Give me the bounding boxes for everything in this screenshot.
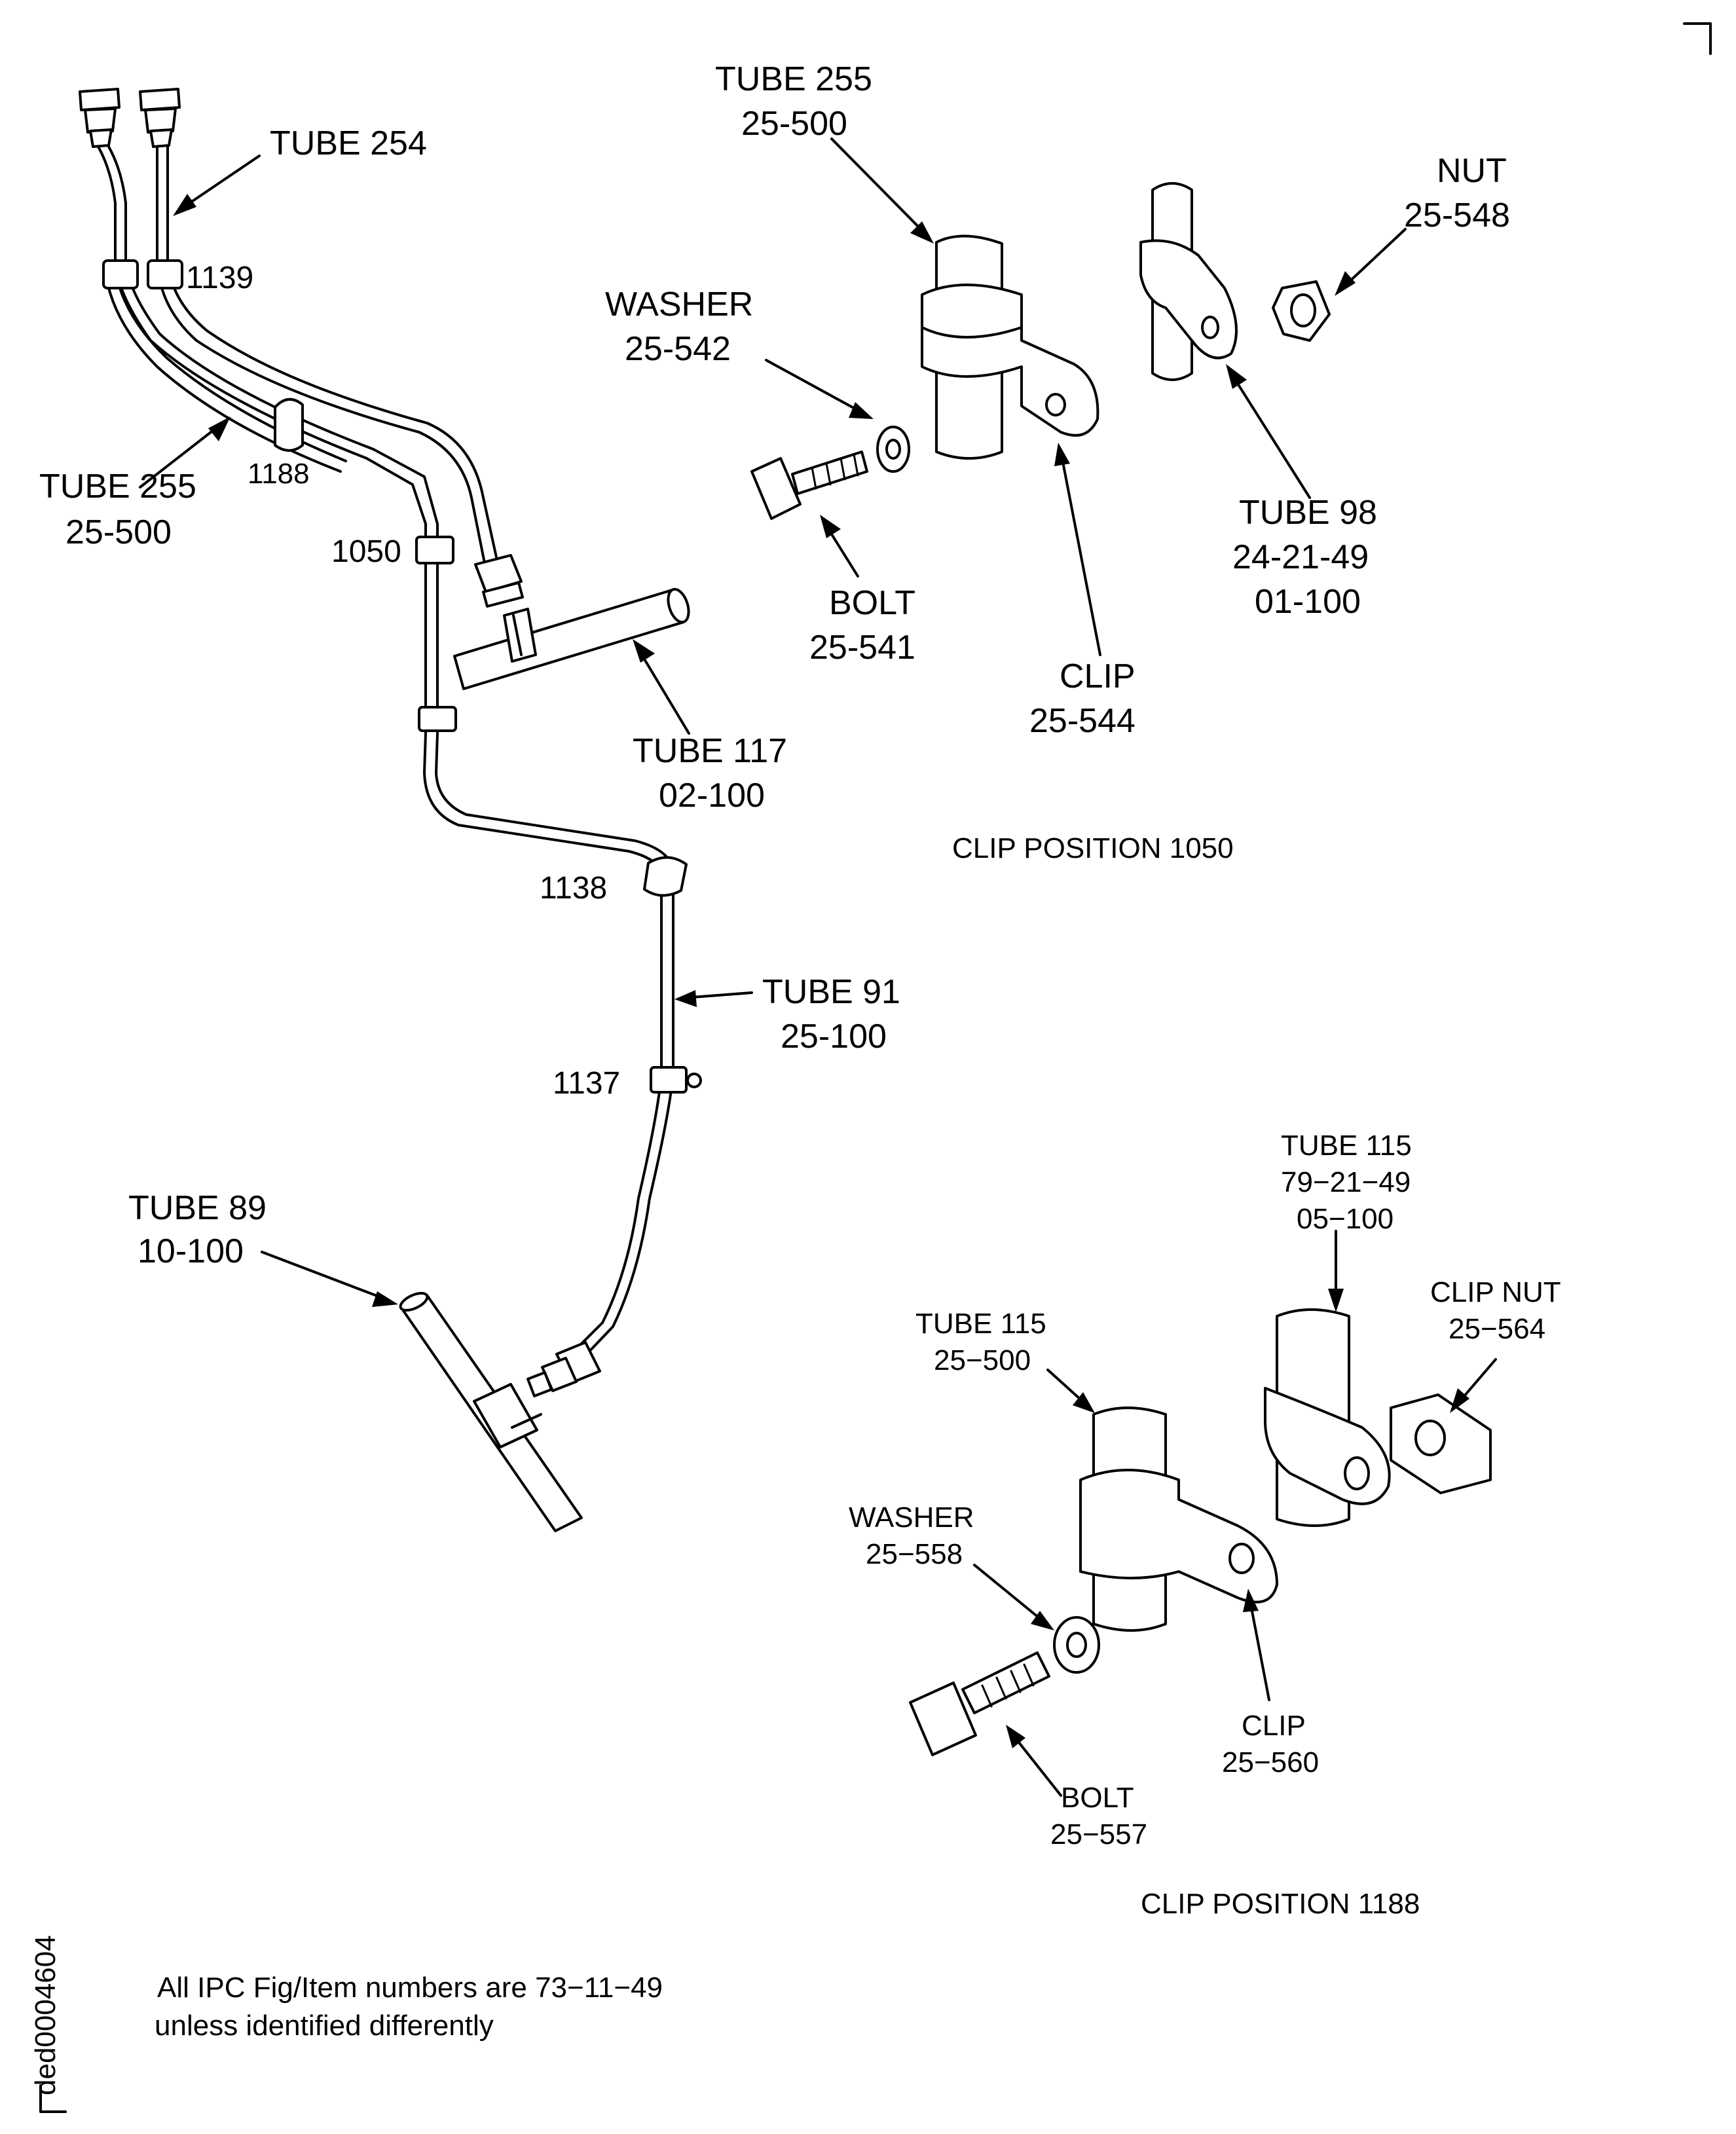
clip-1188: [274, 398, 304, 452]
tube89-tee: [399, 1292, 583, 1532]
label-clip-bot: CLIP: [1242, 1710, 1306, 1742]
label-clipnut: CLIP NUT: [1430, 1276, 1561, 1308]
detail-nut-25-548: [1272, 280, 1331, 342]
fitting-tube89: [526, 1341, 601, 1397]
label-washer-bot-num: 25−558: [866, 1538, 963, 1570]
detail-bolt-25-541: [750, 451, 868, 520]
fitting-right-top: [139, 88, 181, 148]
label-tube117: TUBE 117: [633, 732, 787, 770]
label-nut: NUT: [1437, 152, 1507, 190]
label-bolt-top: BOLT: [829, 584, 915, 622]
tube255-left-outline: [103, 267, 342, 473]
label-clip-bot-num: 25−560: [1222, 1746, 1319, 1778]
label-tube115-right-num2: 05−100: [1297, 1203, 1394, 1235]
clip-1137: [650, 1066, 702, 1094]
label-washer-top: WASHER: [605, 285, 753, 323]
caption-clip-position-1188: CLIP POSITION 1188: [1141, 1888, 1420, 1920]
fitting-tube117: [474, 554, 524, 608]
leaders-main: [139, 155, 753, 1307]
label-tube115-left: TUBE 115: [915, 1308, 1046, 1340]
label-tube255-top-num: 25-500: [741, 105, 847, 143]
label-item-1138: 1138: [540, 871, 607, 906]
tube117-tee: [453, 587, 690, 690]
footnote-line1: All IPC Fig/Item numbers are 73−11−49: [157, 1972, 663, 2004]
label-tube255-left: TUBE 255: [39, 468, 196, 506]
detail-bolt-25-557: [909, 1651, 1050, 1756]
label-clipnut-num: 25−564: [1449, 1313, 1545, 1345]
label-clip-top-num: 25-544: [1029, 702, 1136, 740]
label-tube98-num2: 01-100: [1255, 583, 1361, 621]
tube-assembly: [79, 88, 702, 1532]
label-tube89-num: 10-100: [138, 1232, 244, 1270]
label-bolt-top-num: 25-541: [809, 629, 915, 667]
detail-clipnut-25-564: [1390, 1393, 1492, 1494]
clip-1050: [415, 536, 454, 564]
label-tube91-num: 25-100: [781, 1018, 887, 1056]
label-tube115-right: TUBE 115: [1281, 1130, 1412, 1162]
drawing-id: ded0004604: [29, 1935, 62, 2095]
clip-lower-1050: [418, 706, 457, 732]
label-tube115-right-num1: 79−21−49: [1281, 1166, 1411, 1198]
label-tube98: TUBE 98: [1239, 494, 1377, 532]
label-item-1139: 1139: [186, 261, 253, 295]
label-tube91: TUBE 91: [762, 973, 900, 1011]
label-washer-bot: WASHER: [849, 1501, 974, 1534]
fitting-left-top: [79, 88, 120, 148]
label-tube98-num1: 24-21-49: [1232, 538, 1369, 576]
tube255-left-outline-2: [114, 267, 347, 462]
tube255-line-a: [156, 145, 486, 564]
label-clip-top: CLIP: [1060, 657, 1136, 695]
label-item-1137: 1137: [553, 1066, 620, 1101]
label-tube89: TUBE 89: [128, 1189, 267, 1227]
label-tube254: TUBE 254: [270, 124, 427, 162]
clamp-1139: [102, 259, 183, 289]
label-washer-top-num: 25-542: [625, 330, 731, 368]
tube255-line-b: [166, 145, 499, 564]
labels: TUBE 254 1139 TUBE 255 25-500 1188 1050 …: [29, 60, 1561, 2095]
footnote-line2: unless identified differently: [155, 2010, 494, 2042]
detail-clip-1050: [750, 138, 1407, 656]
label-tube115-left-num: 25−500: [934, 1344, 1031, 1376]
detail-clip-25-560: [1079, 1469, 1278, 1604]
label-item-1188: 1188: [248, 458, 310, 490]
label-tube255-top: TUBE 255: [715, 60, 872, 98]
label-tube117-num: 02-100: [659, 777, 765, 815]
label-nut-num: 25-548: [1404, 196, 1510, 234]
corner-mark-bottom-left: [39, 2084, 67, 2113]
corner-mark-top-right: [1683, 22, 1712, 55]
label-bolt-bot-num: 25−557: [1050, 1818, 1147, 1850]
clip-1138: [643, 856, 688, 897]
label-item-1050: 1050: [331, 534, 401, 569]
caption-clip-position-1050: CLIP POSITION 1050: [952, 832, 1234, 864]
label-bolt-bot: BOLT: [1061, 1782, 1134, 1814]
tube-line-inner: [107, 145, 674, 1357]
label-tube255-left-num: 25-500: [65, 513, 172, 551]
detail-clip-1188: [909, 1230, 1497, 1797]
